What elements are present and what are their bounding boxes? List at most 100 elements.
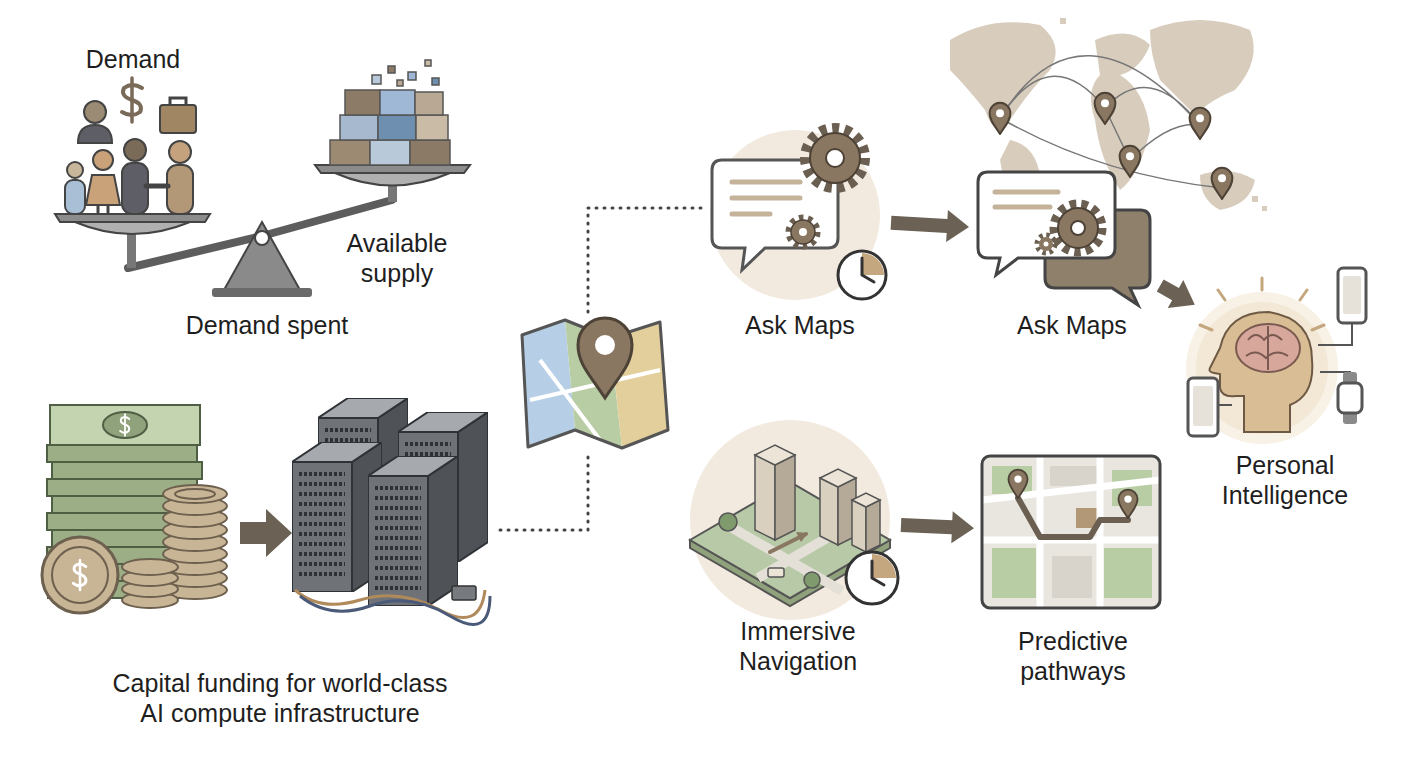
ask-maps-icon	[995, 192, 1058, 207]
demand-people	[122, 85, 142, 115]
supply-blocks	[388, 66, 395, 73]
supply-blocks	[410, 140, 450, 165]
predictive-map-icon	[982, 456, 1160, 608]
supply-blocks	[330, 60, 450, 165]
map-icon	[522, 320, 668, 448]
world-map	[1200, 171, 1255, 210]
ask-maps-icon	[1054, 204, 1102, 252]
coin-stacks	[163, 509, 227, 527]
ask-maps-icon	[810, 133, 860, 183]
map-icon	[522, 320, 575, 447]
immersive-navigation-icon	[690, 482, 890, 598]
supply-blocks	[340, 115, 378, 140]
world-map	[1091, 34, 1150, 190]
ask-maps-icon	[732, 182, 800, 214]
coin-stacks	[163, 533, 227, 551]
flow-arrow	[901, 511, 974, 543]
demand-people	[170, 98, 186, 105]
money-stack	[120, 414, 129, 436]
ask-maps-icon	[799, 228, 807, 236]
immersive-navigation-icon	[755, 445, 795, 465]
supply-blocks	[397, 80, 403, 86]
personal-intelligence-icon	[1246, 326, 1288, 370]
balance-scale	[75, 222, 190, 234]
world-map	[1190, 108, 1211, 139]
node-label: Ask Maps	[700, 310, 900, 340]
coin-stacks	[122, 559, 178, 575]
immersive-navigation-icon	[872, 554, 896, 578]
coin-stacks	[122, 581, 178, 597]
balance-scale	[127, 222, 136, 268]
personal-intelligence-icon	[1200, 278, 1324, 330]
money-stack	[47, 513, 197, 530]
coin-stacks	[163, 521, 227, 539]
supply-blocks	[415, 92, 443, 115]
immersive-navigation-icon	[852, 500, 866, 552]
personal-intelligence-icon	[1236, 324, 1300, 372]
predictive-map-icon	[1112, 470, 1152, 506]
ask-maps-icon	[1058, 208, 1098, 248]
predictive-map-icon	[1076, 508, 1102, 528]
funding-arrow	[240, 509, 292, 557]
ask-maps-icon	[826, 149, 844, 167]
predictive-map-icon	[1104, 548, 1152, 598]
ask-maps-icon	[1037, 235, 1055, 253]
balance-scale	[212, 288, 312, 297]
world-map	[1095, 93, 1116, 124]
ask-maps-icon	[838, 251, 886, 299]
ask-maps-icon	[1071, 221, 1085, 235]
supply-blocks	[330, 140, 370, 165]
demand-people	[130, 78, 134, 122]
funding-illustration: Capital funding for world-class AI compu…	[40, 400, 495, 610]
server-racks	[300, 596, 490, 624]
ask-maps-icon	[791, 220, 815, 244]
demand-people	[65, 180, 85, 214]
predictive-map-icon	[982, 456, 1160, 608]
coin-stacks	[175, 489, 215, 499]
world-map	[1262, 206, 1267, 211]
server-racks	[398, 412, 488, 562]
supply-blocks	[425, 60, 431, 66]
flow-arrow	[891, 210, 969, 242]
immersive-navigation-icon	[796, 532, 808, 542]
coin-stacks	[73, 560, 86, 590]
ask-maps-icon	[710, 128, 886, 300]
ask-maps-icon	[1045, 210, 1150, 305]
node-label: Personal Intelligence	[1185, 450, 1385, 510]
map-icon	[530, 360, 660, 440]
node-label: Predictive pathways	[973, 626, 1173, 686]
personal-intelligence-icon	[1338, 383, 1362, 413]
node-label: Demand	[53, 44, 213, 74]
predictive-map-icon	[1050, 466, 1100, 486]
immersive-navigation-icon	[820, 478, 838, 545]
money-stack	[52, 462, 202, 479]
world-map	[1000, 140, 1040, 230]
predictive-map-icon	[1018, 498, 1128, 537]
immersive-navigation-icon	[866, 500, 880, 552]
node-label: Demand spent	[157, 310, 377, 340]
supply-blocks	[378, 115, 416, 140]
world-map	[1212, 168, 1233, 199]
predictive-map-icon	[982, 456, 1160, 608]
balance-scale	[388, 180, 397, 202]
immersive-navigation-icon	[770, 534, 806, 552]
demand-people	[122, 163, 148, 214]
personal-intelligence-icon	[1188, 378, 1218, 436]
dotted-leader	[500, 450, 588, 530]
predictive-map-icon	[992, 466, 1032, 494]
ask-maps-icon	[978, 172, 1115, 275]
money-stack	[48, 581, 198, 598]
ask-maps-icon	[789, 218, 817, 246]
coin-stacks	[42, 537, 118, 613]
world-map	[1120, 146, 1141, 177]
personal-intelligence-icon	[1343, 372, 1357, 424]
demand-people	[98, 205, 108, 214]
world-map	[950, 22, 1056, 128]
personal-intelligence-icon	[1218, 323, 1352, 405]
map-icon	[578, 318, 632, 398]
supply-blocks	[380, 90, 415, 115]
immersive-navigation-icon	[768, 568, 784, 577]
feature-icon: Predictive pathways	[980, 455, 1160, 610]
